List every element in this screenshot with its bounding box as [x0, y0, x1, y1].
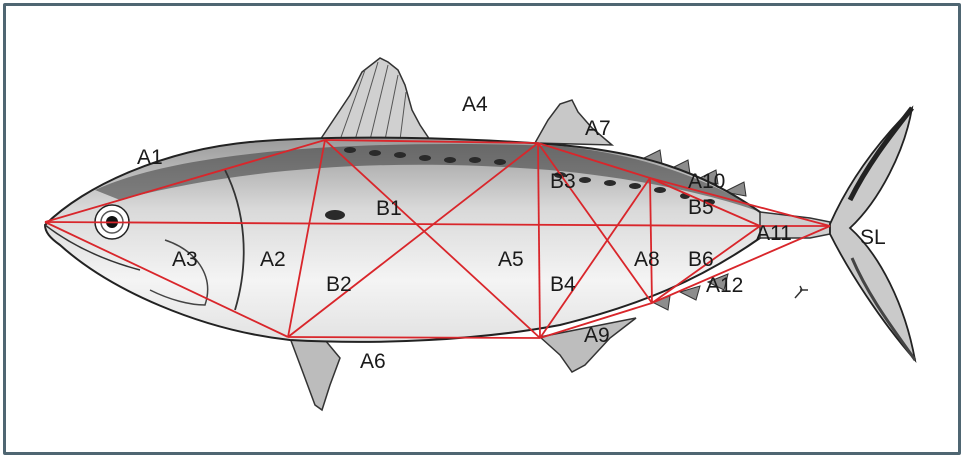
label-a3: A3: [172, 248, 198, 271]
label-b4: B4: [550, 273, 576, 296]
label-a5: A5: [498, 248, 524, 271]
label-a8: A8: [634, 248, 660, 271]
label-a1: A1: [137, 146, 163, 169]
label-sl: SL: [860, 226, 886, 249]
isolated-mark: [795, 286, 808, 298]
label-a9: A9: [584, 324, 610, 347]
label-a7: A7: [585, 117, 611, 140]
first-dorsal-fin: [320, 58, 430, 140]
label-a12: A12: [706, 274, 743, 297]
label-b6: B6: [688, 248, 714, 271]
label-b1: B1: [376, 197, 402, 220]
label-a2: A2: [260, 248, 286, 271]
label-b2: B2: [326, 273, 352, 296]
label-a4: A4: [462, 93, 488, 116]
label-b3: B3: [550, 170, 576, 193]
label-a6: A6: [360, 350, 386, 373]
label-a11: A11: [756, 222, 792, 245]
truss-line-a6: [288, 337, 540, 338]
label-a10: A10: [688, 170, 725, 193]
label-b5: B5: [688, 196, 714, 219]
pelvic-fin: [290, 338, 340, 410]
